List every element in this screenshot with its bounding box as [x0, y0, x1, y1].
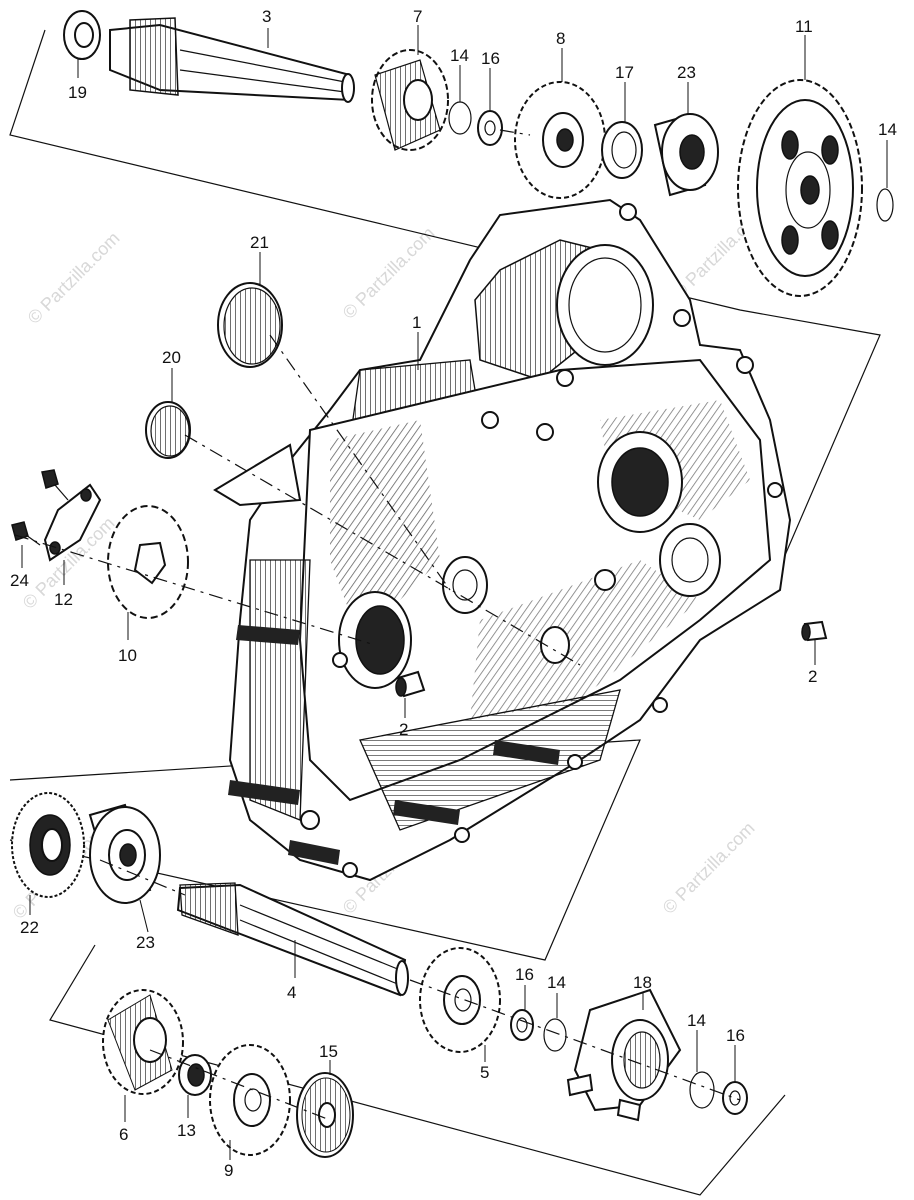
thrust-washer	[296, 1072, 354, 1158]
callout-2: 2	[399, 720, 408, 739]
callout-5: 5	[480, 1063, 489, 1082]
countershaft-frame	[9, 29, 881, 591]
oil-plug	[145, 401, 191, 459]
callout-3: 3	[262, 7, 271, 26]
callout-14: 14	[687, 1011, 706, 1030]
dowel-pin	[801, 620, 828, 642]
thrust-washer	[477, 110, 503, 146]
callout-14: 14	[547, 973, 566, 992]
callout-17: 17	[615, 63, 634, 82]
circlip	[543, 1018, 567, 1052]
callout-6: 6	[119, 1125, 128, 1144]
final-drive-gear	[737, 79, 863, 297]
countershaft-gear	[371, 49, 449, 151]
callout-13: 13	[177, 1121, 196, 1140]
circlip	[876, 188, 894, 222]
mainshaft-gear	[209, 1044, 291, 1156]
callout-21: 21	[250, 233, 269, 252]
leader-lines	[21, 25, 888, 1160]
callout-4: 4	[287, 983, 296, 1002]
mainshaft-gear-frame	[49, 944, 786, 1196]
callout-15: 15	[319, 1042, 338, 1061]
callout-labels: 1 2 2 3 4 5 6 7 8 9 10 11 12 13 14 14 14…	[10, 7, 897, 1180]
ball-bearing	[88, 803, 161, 904]
thrust-washer	[510, 1009, 534, 1041]
countershaft-gear	[514, 81, 606, 199]
crankcase	[213, 198, 792, 882]
thrust-washer	[722, 1081, 748, 1115]
callout-11: 11	[795, 17, 813, 36]
watermark: © Partzilla.com	[24, 228, 124, 328]
callout-14: 14	[878, 120, 897, 139]
circlip	[448, 101, 472, 135]
callout-16: 16	[515, 965, 534, 984]
thrust-washer	[63, 10, 101, 60]
callout-18: 18	[633, 973, 652, 992]
callout-1: 1	[412, 313, 421, 332]
callout-14: 14	[450, 46, 469, 65]
oil-plug	[217, 282, 283, 368]
callout-12: 12	[54, 590, 73, 609]
mainshaft	[176, 882, 409, 997]
dowel-pin	[395, 670, 426, 698]
callout-9: 9	[224, 1161, 233, 1180]
circlip	[689, 1071, 715, 1109]
callout-10: 10	[118, 646, 137, 665]
callout-19: 19	[68, 83, 87, 102]
callout-20: 20	[162, 348, 181, 367]
watermark: © Partzilla.com	[659, 818, 759, 918]
ball-bearing	[653, 113, 719, 197]
countershaft	[109, 17, 355, 103]
callout-16: 16	[481, 49, 500, 68]
drive-sprocket	[107, 505, 189, 619]
mainshaft-gear	[419, 947, 501, 1053]
bolt	[41, 469, 69, 501]
assembly-centerlines	[14, 129, 741, 1121]
callout-8: 8	[556, 29, 565, 48]
callout-7: 7	[413, 7, 422, 26]
callout-22: 22	[20, 918, 39, 937]
oil-seal	[11, 792, 85, 898]
sprocket-fixing-plate	[43, 483, 102, 562]
bushing	[178, 1054, 212, 1096]
drive-hub	[566, 988, 682, 1122]
watermark: © Partzilla.com	[339, 223, 439, 323]
mainshaft-gear	[102, 989, 184, 1095]
callout-2: 2	[808, 667, 817, 686]
bushing-washer	[601, 121, 643, 179]
callout-23: 23	[136, 933, 155, 952]
callout-16: 16	[726, 1026, 745, 1045]
callout-24: 24	[10, 571, 29, 590]
callout-23: 23	[677, 63, 696, 82]
